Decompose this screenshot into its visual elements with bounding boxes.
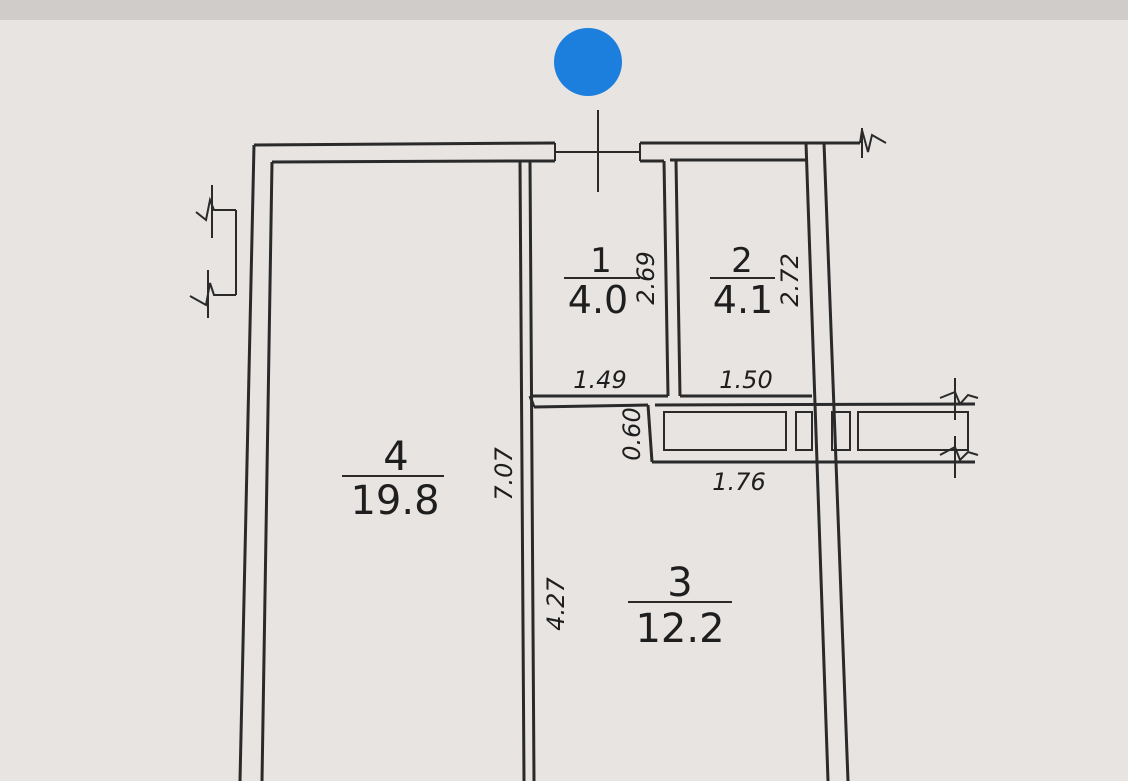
room-1-area: 4.0 bbox=[568, 278, 628, 322]
outer-walls bbox=[238, 141, 860, 781]
room-4-area: 19.8 bbox=[350, 478, 439, 524]
room-1-label: 1 4.0 bbox=[564, 241, 640, 322]
dim-room-4-length: 7.07 bbox=[490, 447, 518, 501]
dim-room-2-width: 1.50 bbox=[719, 366, 772, 394]
room-3-number: 3 bbox=[667, 560, 692, 606]
room-2-number: 2 bbox=[731, 241, 753, 281]
room-4-number: 4 bbox=[383, 434, 408, 480]
dim-room-1-height: 2.69 bbox=[632, 251, 660, 304]
interior-walls bbox=[518, 159, 976, 781]
room-1-number: 1 bbox=[590, 241, 612, 281]
room-3-area: 12.2 bbox=[635, 606, 724, 652]
break-symbols bbox=[189, 128, 979, 478]
room-2-label: 2 4.1 bbox=[710, 241, 775, 322]
dim-room-2-height: 2.72 bbox=[776, 253, 804, 306]
dim-room-1-width: 1.49 bbox=[573, 366, 626, 394]
dim-room-3-length: 4.27 bbox=[542, 577, 570, 631]
dim-niche-depth: 0.60 bbox=[618, 407, 646, 460]
blue-dot-icon bbox=[554, 28, 622, 96]
dim-niche-width: 1.76 bbox=[712, 468, 765, 496]
room-4-label: 4 19.8 bbox=[342, 434, 444, 524]
room-3-label: 3 12.2 bbox=[628, 560, 732, 652]
room-2-area: 4.1 bbox=[713, 278, 773, 322]
top-shadow bbox=[0, 0, 1128, 20]
